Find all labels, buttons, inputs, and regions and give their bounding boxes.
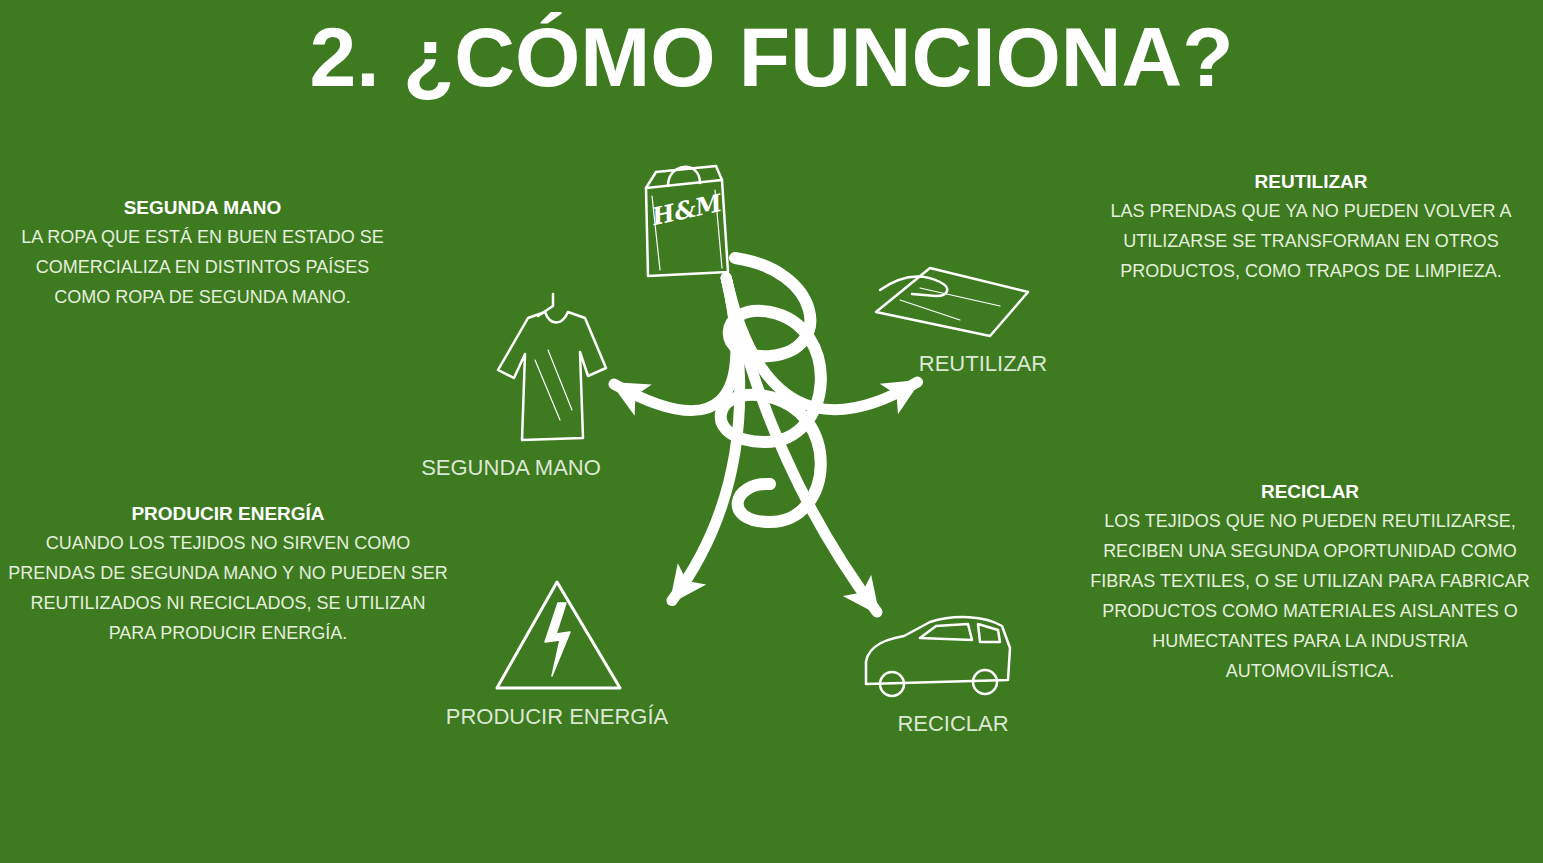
- description-block: PRODUCIR ENERGÍACUANDO LOS TEJIDOS NO SI…: [8, 500, 448, 648]
- description-block: RECICLARLOS TEJIDOS QUE NO PUEDEN REUTIL…: [1082, 478, 1538, 686]
- description-heading: PRODUCIR ENERGÍA: [8, 500, 448, 528]
- car-icon: [866, 617, 1010, 696]
- description-block: REUTILIZARLAS PRENDAS QUE YA NO PUEDEN V…: [1082, 168, 1540, 286]
- icon-node: RECICLAR: [858, 612, 1048, 740]
- flow-arrow: [726, 278, 877, 612]
- description-heading: REUTILIZAR: [1082, 168, 1540, 196]
- bag-node: H&M: [638, 164, 736, 278]
- icon-label: SEGUNDA MANO: [408, 454, 614, 482]
- icon-label: PRODUCIR ENERGÍA: [442, 703, 672, 731]
- tshirt-icon: [498, 294, 606, 440]
- description-text: LOS TEJIDOS QUE NO PUEDEN REUTILIZARSE, …: [1082, 506, 1538, 686]
- bag-logo: H&M: [636, 186, 738, 234]
- description-text: CUANDO LOS TEJIDOS NO SIRVEN COMO PRENDA…: [8, 528, 448, 648]
- flow-arrow: [614, 278, 736, 411]
- icon-label: RECICLAR: [858, 710, 1048, 738]
- description-text: LAS PRENDAS QUE YA NO PUEDEN VOLVER A UT…: [1082, 196, 1540, 286]
- description-block: SEGUNDA MANOLA ROPA QUE ESTÁ EN BUEN EST…: [10, 194, 395, 312]
- icon-node: SEGUNDA MANO: [408, 290, 614, 486]
- diagram-title: 2. ¿CÓMO FUNCIONA?: [0, 2, 1543, 112]
- description-text: LA ROPA QUE ESTÁ EN BUEN ESTADO SE COMER…: [10, 222, 395, 312]
- description-heading: RECICLAR: [1082, 478, 1538, 506]
- icon-label: REUTILIZAR: [866, 350, 1100, 378]
- energy-icon: [497, 582, 620, 688]
- flow-arrow: [672, 278, 740, 601]
- description-heading: SEGUNDA MANO: [10, 194, 395, 222]
- icon-node: REUTILIZAR: [866, 262, 1100, 382]
- icon-node: PRODUCIR ENERGÍA: [442, 575, 672, 735]
- rag-icon: [876, 268, 1028, 336]
